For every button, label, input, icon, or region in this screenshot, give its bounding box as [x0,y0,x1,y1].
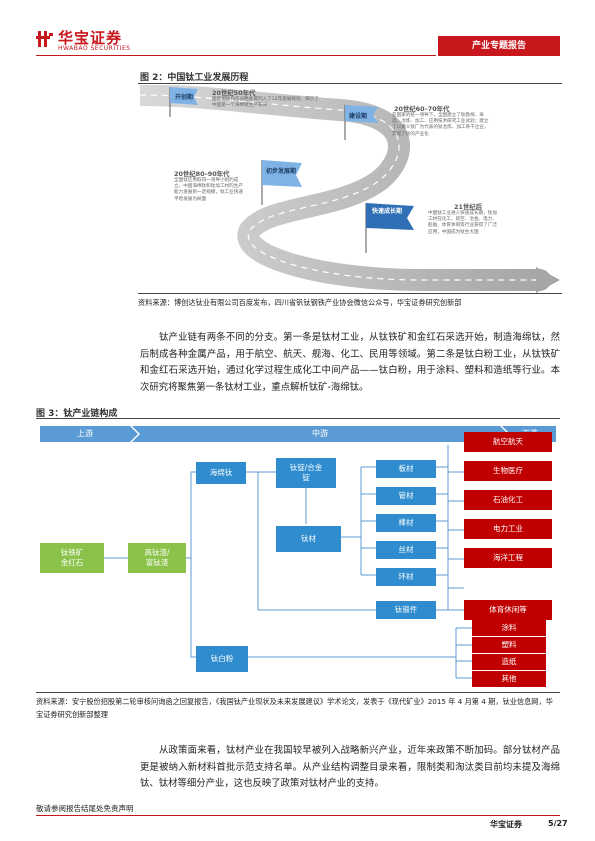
material-bar: 棒材 [376,514,436,532]
app-aerospace: 航空航天 [464,432,552,452]
paragraph-value-chain: 钛产业链有两条不同的分支。第一条是钛材工业，从钛铁矿和金红石采选开始，制造海绵钛… [140,332,560,393]
flag-initial-development [261,160,302,205]
stage-midstream-label: 中游 [312,429,328,438]
footer-divider [36,815,560,816]
figure3-bottom-rule [36,692,560,693]
use-other: 其他 [472,671,546,687]
app-sports-leisure: 体育休闲等 [464,600,552,620]
app-marine-engineering: 海洋工程 [464,548,552,568]
node-titanium-material: 钛材 [276,526,341,552]
era-4-period: 21世纪后 [454,203,483,211]
paragraph-policy: 从政策面来看，钛材产业在我国较早被列入战略新兴产业，近年来政策不断加码。部分钛材… [140,745,560,789]
node-titanium-ingot: 钛锭/合金 锭 [276,458,336,488]
disclaimer-note: 敬请参阅报告结尾处免责声明 [36,804,134,813]
era-4-desc: 中国钛工业进入快速成长期，钛加工材在化工、航空、冶金、电力、船舶、体育休闲等行业… [428,211,497,235]
stage-midstream [132,426,508,442]
figure3-title: 图 3：钛产业链构成 [36,409,118,419]
footer-brand: 华宝证券 [490,820,522,829]
node-titanium-ore: 钛铁矿 金红石 [40,543,104,573]
timeline-road [140,85,551,291]
era-3-period: 20世纪80–90年代 [174,170,230,178]
flag-construction [344,105,378,140]
flag-rapid-growth [365,203,414,253]
figure2-source: 资料来源：博创达钛业有限公司百度发布，四川省钒钛钢铁产业协会微信公众号，华宝证券… [138,298,462,307]
era-3-desc: 全国钛应用取得一领导小组的成立，中国海绵钛和钛加工材的生产能力发展到一定规模，钛… [174,178,243,202]
era-2-desc: 在国家的统一领导下，全国建立了钛勘探、采选、冶炼、加工、应用技术研究工业试验；建… [392,113,489,137]
timeline-arrowhead [536,267,560,293]
material-forging: 钛锻件 [376,601,436,619]
report-type-badge: 产业专题报告 [438,36,560,56]
material-ring: 环材 [376,568,436,586]
use-paper: 造纸 [472,654,546,670]
flag-label-rapid: 快速成长期 [372,208,403,215]
node-sponge-titanium: 海绵钛 [196,462,246,484]
material-plate: 板材 [376,460,436,478]
flag-label-pioneer: 开创期 [175,94,194,101]
flag-pioneer [169,87,198,117]
figure2-title: 图 2：中国钛工业发展历程 [140,73,249,83]
era-2-period: 20世纪60–70年代 [394,105,450,113]
brand-logo-icon [36,31,53,47]
material-tube: 管材 [376,487,436,505]
titanium-history-timeline [140,85,560,293]
brand-name-cn: 华宝证券 [58,29,123,47]
figure2-top-rule [138,83,562,84]
figure2-bottom-rule [138,293,562,294]
app-biomedical: 生物医疗 [464,461,552,481]
app-power-industry: 电力工业 [464,519,552,539]
app-petrochemical: 石油化工 [464,490,552,510]
flag-label-construction: 建设期 [349,113,368,120]
use-coating: 涂料 [472,620,546,636]
brand-name-en: HWABAO SECURITIES [58,45,131,52]
node-titanium-slag: 高钛渣/ 富钛渣 [128,543,186,573]
material-wire: 丝材 [376,541,436,559]
use-plastic: 塑料 [472,637,546,653]
node-titanium-white: 钛白粉 [196,646,248,672]
header-divider [36,55,436,56]
era-1-period: 20世纪50年代 [212,89,256,97]
flag-label-initial: 初步发展期 [266,168,297,175]
figure3-top-rule [36,418,560,419]
figure3-source: 资料来源：安宁股份招股第二轮审核问询函之回复报告，《我国钛产业现状及未来发展建议… [36,697,553,719]
page-number: 5/27 [548,819,568,828]
stage-upstream [40,426,138,442]
era-1-desc: 国家把钛作作战略金属列入了12年发展规划，揭示了中国第一个海绵钛生产车间 [212,97,319,109]
stage-upstream-label: 上游 [77,429,93,438]
value-chain-connectors [104,445,472,679]
